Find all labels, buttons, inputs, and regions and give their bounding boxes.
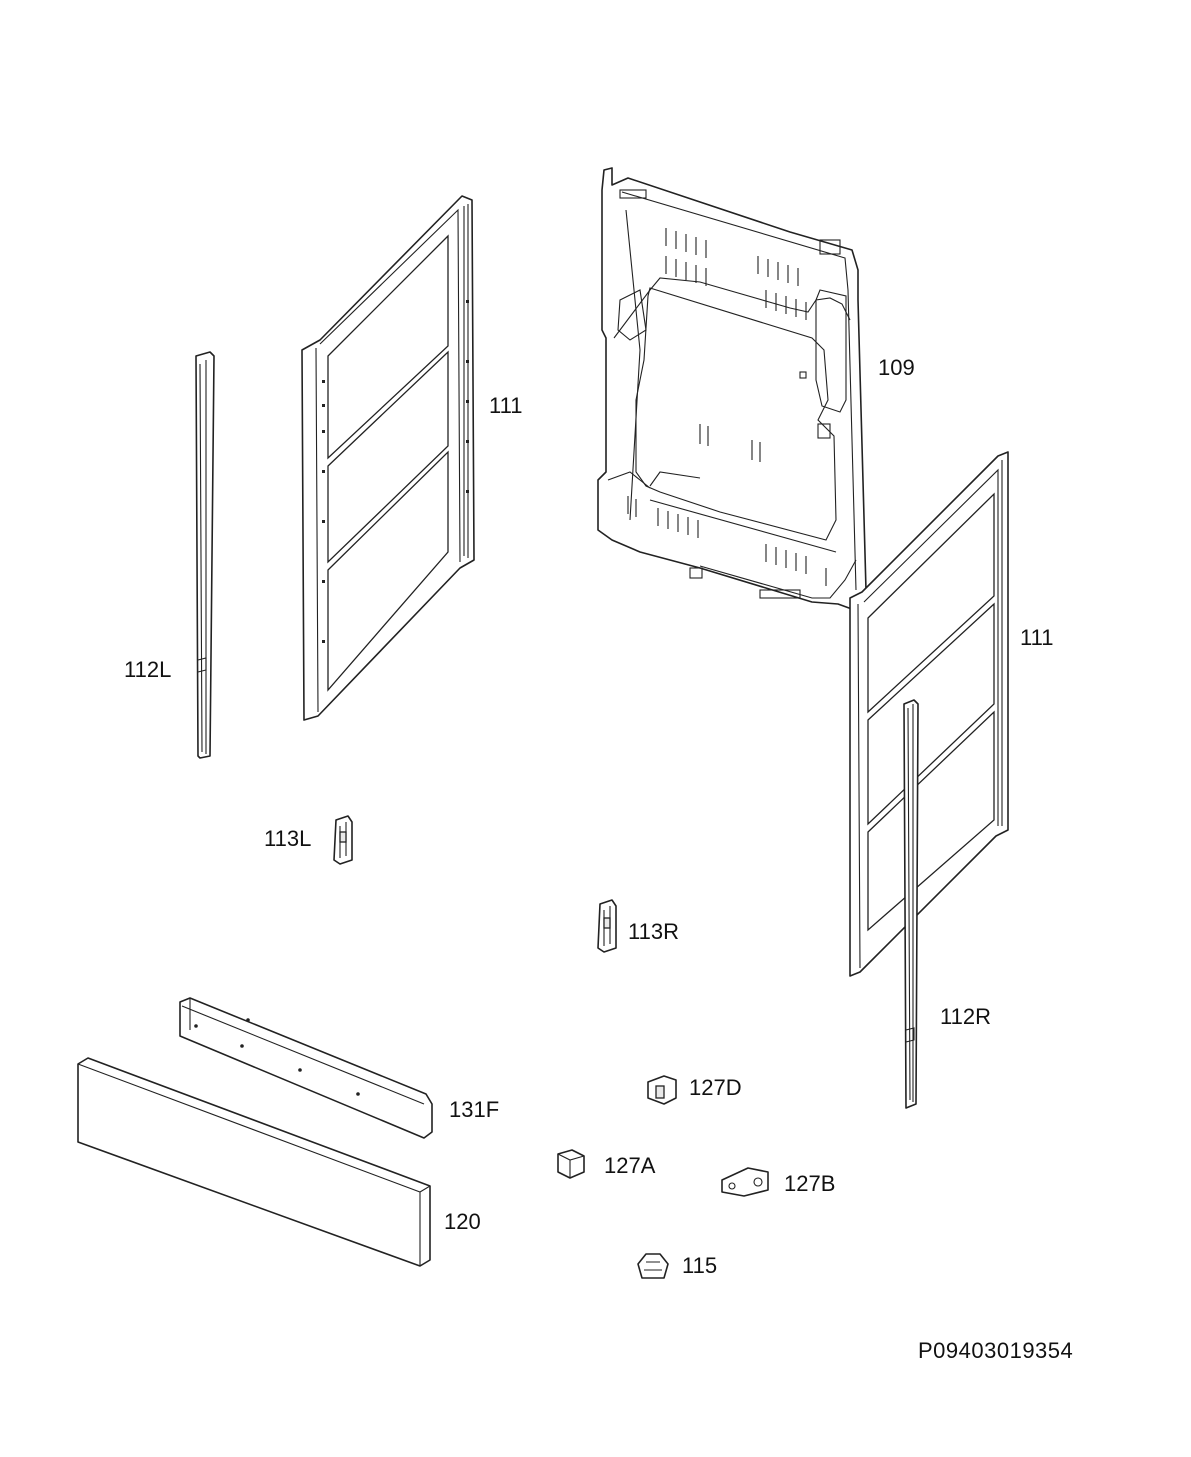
part-label-112r: 112R: [940, 1004, 991, 1029]
part-label-109: 109: [878, 355, 915, 380]
rail-112r-drawing: [903, 699, 919, 1109]
hinge-113l-drawing: [333, 815, 353, 865]
hinge-113r-drawing: [597, 899, 617, 953]
part-label-113l: 113L: [264, 826, 312, 851]
part-label-113r: 113R: [628, 919, 679, 944]
front-trim-120-drawing: [77, 1057, 431, 1267]
part-label-111-right: 111: [1020, 625, 1054, 650]
nut-115-drawing: [637, 1253, 669, 1279]
part-label-120: 120: [444, 1209, 481, 1234]
part-label-115: 115: [682, 1253, 718, 1278]
back-panel-109-drawing: [597, 167, 867, 613]
part-label-131f: 131F: [449, 1097, 500, 1122]
side-frame-111-left-drawing: [301, 195, 475, 721]
part-label-127a: 127A: [604, 1153, 656, 1178]
part-label-112l: 112L: [124, 657, 172, 682]
bracket-strip-131f-drawing: [179, 997, 433, 1139]
part-label-127d: 127D: [689, 1075, 742, 1100]
drawing-code: P09403019354: [918, 1338, 1074, 1363]
angle-bracket-127b-drawing: [721, 1167, 769, 1197]
block-127a-drawing: [557, 1149, 585, 1179]
clip-127d-drawing: [647, 1075, 677, 1105]
part-label-127b: 127B: [784, 1171, 836, 1196]
rail-112l-drawing: [195, 351, 215, 759]
part-label-111-left: 111: [489, 393, 523, 418]
side-frame-111-right-drawing: [849, 451, 1009, 977]
